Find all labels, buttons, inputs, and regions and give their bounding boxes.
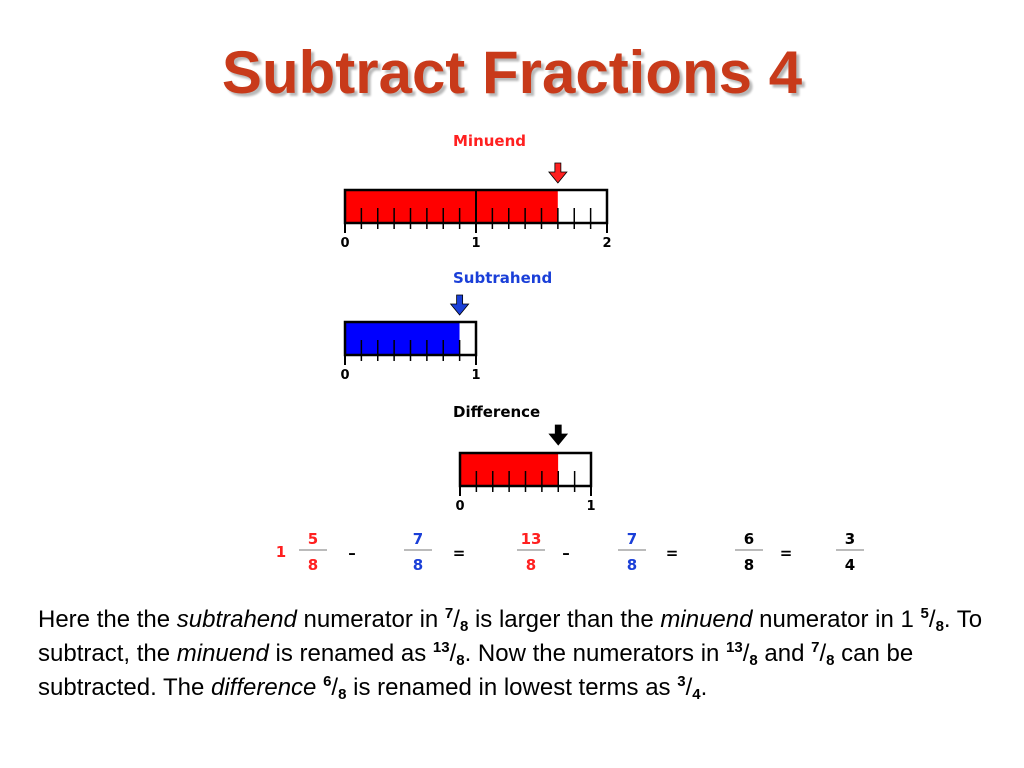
slide-title: Subtract Fractions 4: [221, 39, 803, 106]
equation-operator: –: [562, 544, 570, 562]
minuend-bar-fill: [345, 190, 558, 223]
explanation-segment: 8: [456, 652, 465, 669]
explanation-segment: /: [742, 640, 750, 667]
explanation-segment: /: [819, 640, 827, 667]
equation-denominator: 8: [413, 556, 423, 574]
explanation-segment: . To subtract, the: [38, 606, 983, 667]
equation-denominator: 8: [308, 556, 318, 574]
explanation-segment: minuend: [176, 640, 269, 667]
explanation-segment: /: [449, 640, 457, 667]
explanation-segment: is renamed in lowest terms as: [346, 674, 678, 701]
explanation-segment: 4: [692, 686, 701, 703]
equation-operator: =: [780, 544, 793, 562]
subtrahend-label: Subtrahend: [453, 269, 552, 287]
explanation-segment: /: [685, 674, 693, 701]
explanation-segment: 8: [826, 652, 835, 669]
equation-numerator: 5: [308, 530, 318, 548]
explanation-segment: can be subtracted. The: [38, 640, 914, 701]
explanation-segment: Here the the: [38, 606, 177, 633]
minuend-tick-label: 1: [471, 236, 480, 251]
explanation-segment: .: [700, 674, 708, 701]
explanation-segment: 5: [920, 605, 929, 622]
explanation-segment: 8: [935, 618, 944, 635]
explanation-segment: 6: [323, 673, 332, 690]
explanation-segment: /: [331, 674, 339, 701]
explanation-segment: 8: [749, 652, 758, 669]
explanation-segment: numerator in 1: [752, 606, 921, 633]
minuend-label: Minuend: [453, 132, 526, 150]
explanation-segment: is renamed as: [268, 640, 433, 667]
minuend-tick-label: 2: [602, 236, 611, 251]
explanation-text: Here the the subtrahend numerator in 7/8…: [38, 603, 993, 705]
equation-operator: –: [348, 544, 356, 562]
minuend-tick-label: 0: [340, 236, 349, 251]
equation-numerator: 13: [521, 530, 542, 548]
difference-bar-outline: [458, 451, 593, 488]
equation-whole-number: 1: [276, 543, 286, 561]
explanation-segment: 13: [432, 639, 450, 656]
difference-label: Difference: [453, 403, 540, 421]
down-arrow-icon: [548, 162, 568, 184]
equation-numerator: 7: [627, 530, 637, 548]
explanation-segment: . Now the numerators in: [464, 640, 727, 667]
explanation-segment: 8: [338, 686, 347, 703]
equation-numerator: 6: [744, 530, 754, 548]
difference-tick-label: 0: [455, 499, 464, 514]
equation-denominator: 8: [744, 556, 754, 574]
explanation-segment: 7: [444, 605, 454, 622]
equation-denominator: 8: [627, 556, 637, 574]
down-arrow-icon: [449, 294, 470, 316]
subtrahend-tick-label: 1: [471, 368, 480, 383]
equation-numerator: 7: [413, 530, 423, 548]
equation-operator: =: [666, 544, 679, 562]
explanation-segment: difference: [211, 674, 317, 701]
minuend-bar-empty: [557, 190, 607, 223]
subtrahend-bar-empty: [459, 322, 476, 355]
explanation-segment: and: [757, 640, 812, 667]
explanation-segment: 3: [677, 673, 686, 690]
explanation-segment: minuend: [660, 606, 753, 633]
explanation-segment: numerator in: [296, 606, 445, 633]
difference-tick-label: 1: [586, 499, 595, 514]
minuend-bar-outline: [343, 188, 609, 225]
explanation-segment: /: [928, 606, 936, 633]
explanation-segment: subtrahend: [176, 606, 297, 633]
subtrahend-tick-label: 0: [340, 368, 349, 383]
subtrahend-bar-outline: [343, 320, 478, 357]
subtrahend-bar-fill: [345, 322, 460, 355]
explanation-segment: is larger than the: [468, 606, 661, 633]
equation-denominator: 4: [845, 556, 855, 574]
equation-denominator: 8: [526, 556, 536, 574]
explanation-segment: 13: [726, 639, 743, 656]
explanation-segment: /: [453, 606, 460, 633]
explanation-segment: 8: [459, 618, 469, 635]
equation-operator: =: [453, 544, 466, 562]
explanation-segment: 7: [811, 639, 820, 656]
equation-numerator: 3: [845, 530, 855, 548]
down-arrow-icon: [548, 424, 569, 446]
